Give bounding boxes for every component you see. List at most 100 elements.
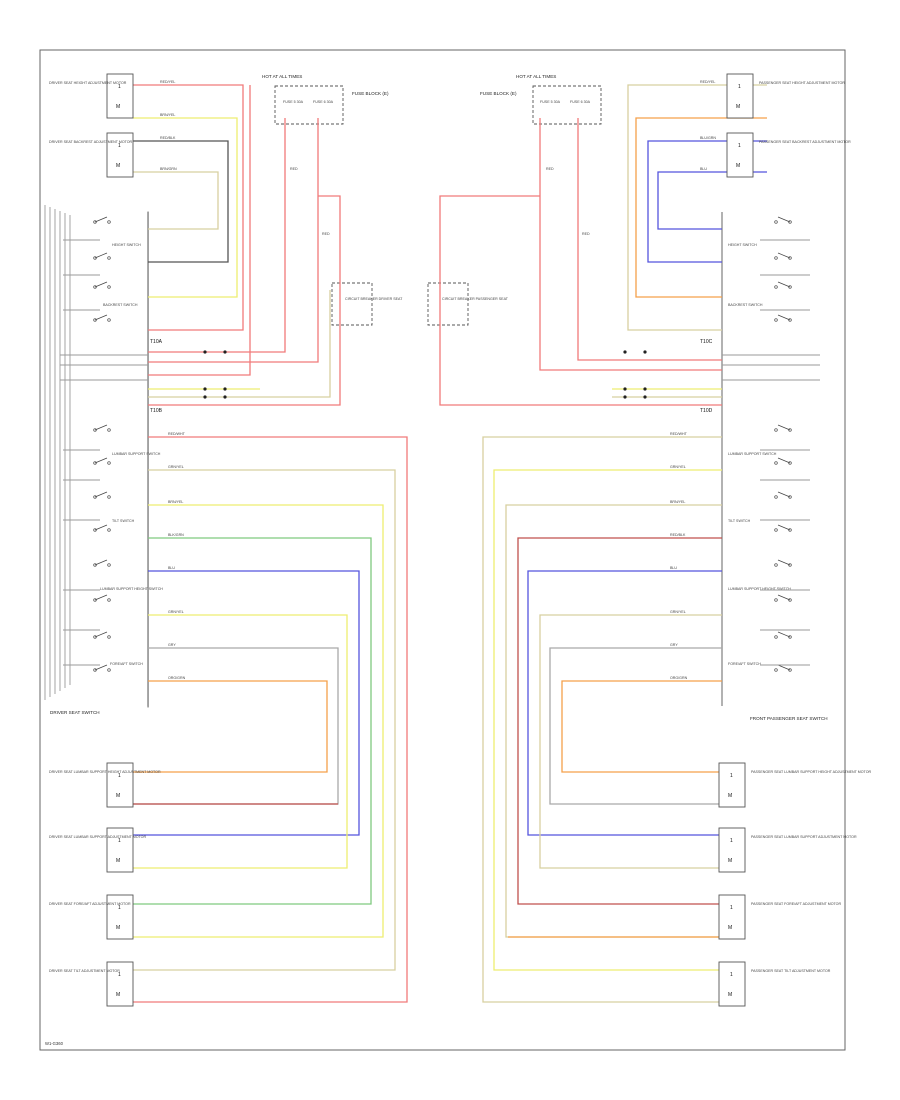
wlabel-right-lower-5: GRN/YEL xyxy=(670,610,686,614)
right-fuse-box xyxy=(532,85,602,125)
motor-icon: M xyxy=(116,925,120,931)
contact-point xyxy=(107,563,111,567)
motor-pin-1: 1 xyxy=(730,972,733,978)
wlabel-left-lower-7: ORG/GRN xyxy=(168,676,186,680)
driver-switch-label: DRIVER SEAT SWITCH xyxy=(50,710,100,715)
motor-pin-1: 1 xyxy=(730,773,733,779)
passenger-switch-label-1: BACKREST SWITCH xyxy=(728,303,763,307)
contact-blade xyxy=(94,281,108,288)
contact-blade xyxy=(94,424,108,431)
contact-pivot xyxy=(788,285,792,289)
motor-housing xyxy=(718,961,746,1007)
contact-pivot xyxy=(93,428,97,432)
motor-pin-1: 1 xyxy=(118,905,121,911)
contact-point xyxy=(107,495,111,499)
contact-point xyxy=(774,220,778,224)
right-fuse-block: HOT AT ALL TIMES FUSE BLOCK (E) FUSE 5 3… xyxy=(480,74,602,125)
wire-left-lower-1 xyxy=(133,469,396,971)
wire-fuse-c xyxy=(539,118,722,371)
contact-pivot xyxy=(788,461,792,465)
contact-pivot xyxy=(93,528,97,532)
wlabel-red-blk: RED/BLK xyxy=(160,136,176,140)
wire-tan-left xyxy=(133,171,219,230)
contact-blade xyxy=(94,631,108,638)
left-breaker-box xyxy=(331,282,373,326)
wlabel-right-lower-4: BLU xyxy=(670,566,677,570)
wlabel-r-red-yel: RED/YEL xyxy=(700,80,715,84)
motor-housing xyxy=(106,73,134,119)
contact-pivot xyxy=(788,598,792,602)
motor-label: PASSENGER SEAT FORE/AFT ADJUSTMENT MOTOR xyxy=(751,902,841,906)
connector-t10a: T10A xyxy=(150,339,163,345)
driver-switch-label-1: BACKREST SWITCH xyxy=(103,303,138,307)
contact-point xyxy=(774,461,778,465)
wlabel-right-lower-1: GRN/YEL xyxy=(670,465,686,469)
driver-switch-label-0: HEIGHT SWITCH xyxy=(112,243,141,247)
contact-point xyxy=(107,256,111,260)
splice-dot xyxy=(223,387,227,391)
left-circuit-breaker: CIRCUIT BREAKER DRIVER SEAT xyxy=(331,282,403,326)
driver-switch-labels: HEIGHT SWITCH BACKREST SWITCH LUMBAR SUP… xyxy=(100,243,163,666)
fuse-b-label: FUSE 6 30A xyxy=(313,100,334,104)
motor-icon: M xyxy=(116,858,120,864)
motor-label: DRIVER SEAT FORE/AFT ADJUSTMENT MOTOR xyxy=(49,902,131,906)
driver-switch-label-3: TILT SWITCH xyxy=(112,519,135,523)
wire-right-lower-7 xyxy=(561,680,745,773)
wire-left-lower-7 xyxy=(133,680,328,773)
contact-blade xyxy=(777,216,791,223)
contact-point xyxy=(107,285,111,289)
contact-blade xyxy=(94,594,108,601)
motor-housing xyxy=(726,132,754,178)
wire-right-lower-6 xyxy=(549,647,745,805)
driver-switch-label-5: FORE/AFT SWITCH xyxy=(110,662,143,666)
wlabel-right-lower-0: RED/WHT xyxy=(670,432,688,436)
wire-left-lower-4 xyxy=(133,570,360,836)
contact-point xyxy=(107,461,111,465)
contact-blade xyxy=(777,631,791,638)
wire-left-lower-6 xyxy=(133,647,339,805)
wlabel-right-lower-2: BRN/YEL xyxy=(670,500,685,504)
motor-housing xyxy=(718,762,746,808)
wlabel-blu-grn: BLU/GRN xyxy=(700,136,716,140)
connector-t10d: T10D xyxy=(700,408,713,414)
motor-icon: M xyxy=(728,858,732,864)
motor-housing xyxy=(106,827,134,873)
motor-label: PASSENGER SEAT TILT ADJUSTMENT MOTOR xyxy=(751,969,831,973)
motor-housing xyxy=(106,132,134,178)
wlabel-left-lower-6: GRY xyxy=(168,643,176,647)
contact-pivot xyxy=(93,256,97,260)
motor-pin-1: 1 xyxy=(118,773,121,779)
wlabel-red-b: RED xyxy=(322,232,330,236)
wlabel-red-yel: RED/YEL xyxy=(160,80,175,84)
splice-dot xyxy=(203,387,207,391)
motor-icon: M xyxy=(116,793,120,799)
splice-dot xyxy=(223,350,227,354)
motor-housing xyxy=(718,827,746,873)
wire-blk-left xyxy=(133,140,229,263)
driver-motor-4: 1M DRIVER SEAT FORE/AFT ADJUSTMENT MOTOR xyxy=(49,894,134,940)
contact-point xyxy=(774,635,778,639)
contact-blade xyxy=(777,491,791,498)
motor-icon: M xyxy=(116,163,120,169)
motor-icon: M xyxy=(116,104,120,110)
motor-label: PASSENGER SEAT HEIGHT ADJUSTMENT MOTOR xyxy=(759,81,845,85)
right-circuit-breaker: CIRCUIT BREAKER PASSENGER SEAT xyxy=(427,282,509,326)
driver-switch-label-4: LUMBAR SUPPORT HEIGHT SWITCH xyxy=(100,587,163,591)
passenger-switch-label: FRONT PASSENGER SEAT SWITCH xyxy=(750,716,828,721)
wire-breaker-left xyxy=(148,195,341,406)
motor-icon: M xyxy=(728,925,732,931)
motor-label: DRIVER SEAT LUMBAR SUPPORT ADJUSTMENT MO… xyxy=(49,835,146,839)
wlabel-left-lower-1: GRN/YEL xyxy=(168,465,184,469)
wlabel-left-lower-3: BLK/GRN xyxy=(168,533,184,537)
contact-point xyxy=(774,428,778,432)
right-fuse-box-label: FUSE BLOCK (E) xyxy=(480,91,517,96)
wlabel-red-d: RED xyxy=(582,232,590,236)
contact-pivot xyxy=(93,220,97,224)
wire-right-lower-5 xyxy=(539,614,745,869)
